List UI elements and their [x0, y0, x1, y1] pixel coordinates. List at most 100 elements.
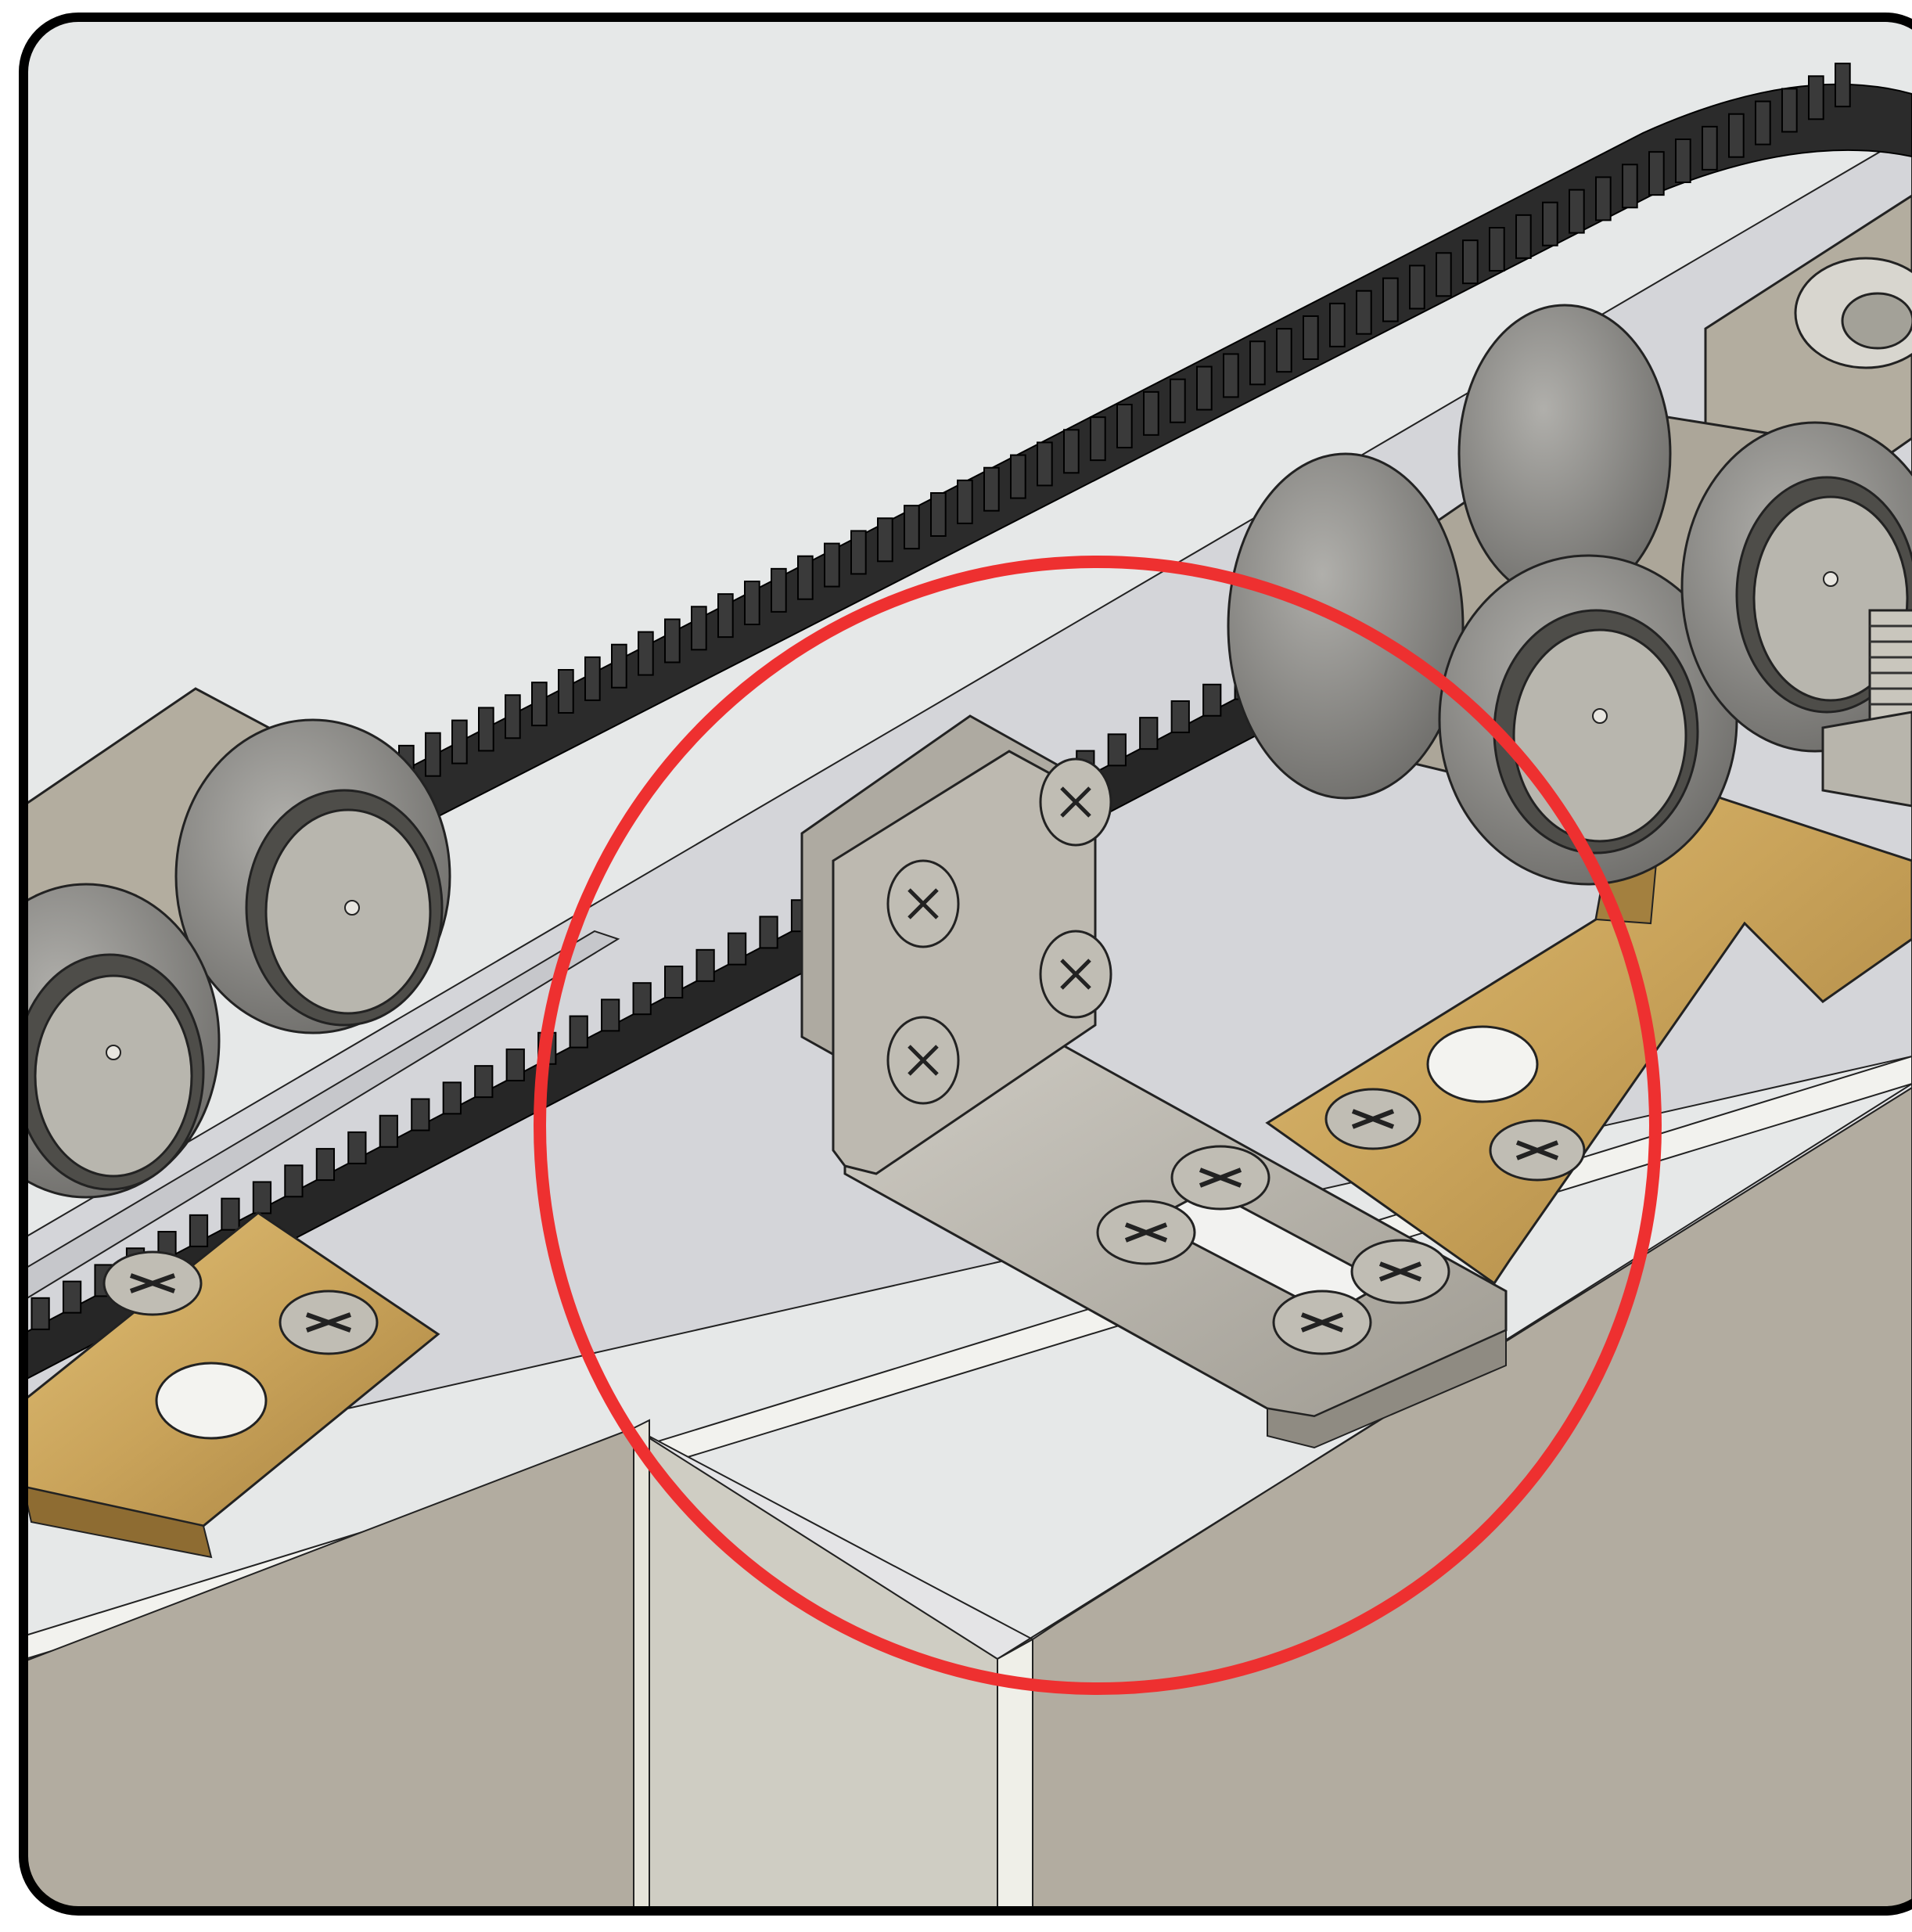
belt-tooth: [850, 530, 867, 575]
belt-tooth: [727, 932, 747, 966]
roller-wheel-icon: [23, 883, 221, 1199]
belt-tooth: [632, 982, 652, 1016]
belt-tooth: [1303, 315, 1319, 360]
belt-tooth: [1037, 441, 1053, 487]
belt-tooth: [664, 618, 681, 664]
belt-tooth: [1139, 717, 1159, 750]
belt-tooth: [1409, 264, 1425, 310]
belt-tooth: [1728, 113, 1745, 158]
belt-tooth: [1595, 176, 1612, 221]
belt-tooth: [1462, 239, 1479, 285]
belt-tooth: [1675, 139, 1691, 183]
belt-tooth: [717, 593, 734, 639]
highlight-circle: [534, 556, 1662, 1695]
belt-tooth: [930, 492, 947, 537]
phillips-screw-icon: [1039, 757, 1112, 847]
timing-belt-upper-teeth: [0, 63, 1851, 978]
belt-tooth: [425, 732, 441, 777]
belt-tooth: [531, 682, 548, 727]
belt-tooth: [1542, 201, 1558, 246]
phillips-screw-icon: [1170, 1145, 1270, 1211]
belt-tooth: [983, 466, 1000, 512]
panel-edge-strip-left: [633, 1419, 650, 1911]
belt-tooth: [569, 1015, 588, 1049]
belt-tooth: [1515, 214, 1532, 259]
belt-tooth: [877, 517, 893, 563]
phillips-screw-icon: [1324, 1088, 1421, 1150]
belt-tooth: [252, 1181, 272, 1214]
belt-tooth: [1569, 189, 1585, 234]
belt-tooth: [695, 948, 715, 982]
phillips-screw-icon: [1039, 930, 1112, 1019]
belt-tooth: [0, 1315, 17, 1346]
timing-belt-upper: [23, 83, 1912, 1042]
belt-tooth: [558, 669, 574, 714]
belt-tooth: [284, 1164, 304, 1198]
belt-tooth: [411, 1098, 430, 1131]
ceiling-slot: [23, 930, 620, 1316]
belt-tooth: [1808, 75, 1824, 121]
phillips-screw-icon: [1096, 1200, 1196, 1265]
belt-tooth: [771, 567, 787, 613]
belt-tooth: [1382, 277, 1399, 322]
belt-tooth: [611, 643, 627, 689]
belt-tooth: [691, 606, 707, 651]
belt-tooth: [379, 1114, 398, 1148]
belt-tooth: [221, 1197, 240, 1231]
belt-tooth: [1249, 340, 1266, 386]
belt-tooth: [638, 631, 654, 676]
belt-tooth: [505, 1048, 525, 1081]
belt-tooth: [0, 935, 15, 978]
belt-tooth: [664, 966, 684, 998]
belt-tooth: [31, 1297, 50, 1330]
belt-tooth: [1223, 353, 1239, 398]
belt-tooth: [474, 1065, 494, 1099]
left-panel-face: [23, 1427, 634, 1911]
belt-tooth: [1781, 88, 1798, 133]
belt-tooth: [1356, 290, 1372, 335]
belt-tooth: [1276, 328, 1292, 373]
belt-tooth: [189, 1214, 209, 1247]
phillips-screw-icon: [886, 1016, 960, 1105]
belt-tooth: [957, 479, 973, 524]
phillips-screw-icon: [1272, 1290, 1372, 1355]
belt-tooth: [1090, 416, 1106, 462]
belt-tooth: [1436, 252, 1452, 297]
belt-clamp-l-bracket: [800, 714, 1508, 1449]
belt-tooth: [797, 555, 814, 600]
belt-tooth: [62, 1280, 82, 1314]
belt-tooth: [601, 998, 620, 1032]
belt-tooth: [1648, 151, 1665, 196]
belt-tooth: [451, 719, 468, 765]
phillips-screw-icon: [1489, 1119, 1586, 1182]
belt-tooth: [584, 656, 601, 701]
belt-tooth: [1202, 683, 1222, 717]
belt-tooth: [315, 1148, 336, 1182]
belt-tooth: [478, 707, 494, 752]
belt-tooth: [347, 1131, 367, 1164]
phillips-screw-icon: [886, 859, 960, 948]
belt-tooth: [1622, 164, 1638, 209]
belt-tooth: [1170, 700, 1190, 733]
belt-tooth: [1755, 100, 1771, 146]
belt-tooth: [1329, 302, 1346, 347]
belt-tooth: [824, 542, 840, 588]
phillips-screw-icon: [1350, 1239, 1450, 1304]
panel-edge-strip-middle: [997, 1638, 1033, 1911]
belt-tooth: [1063, 429, 1080, 474]
belt-tooth: [1010, 454, 1026, 499]
belt-tooth: [1702, 125, 1718, 171]
phillips-screw-icon: [102, 1250, 203, 1316]
belt-tooth: [1196, 365, 1213, 411]
belt-tooth: [1835, 63, 1851, 108]
belt-tooth: [1489, 227, 1505, 272]
belt-tooth: [759, 916, 778, 949]
belt-tooth: [1143, 390, 1159, 436]
belt-tooth: [744, 581, 760, 625]
belt-tooth: [442, 1081, 462, 1115]
roller-wheel-icon: [174, 718, 451, 1034]
frame-border: [19, 13, 1912, 1916]
belt-tooth: [904, 505, 920, 550]
